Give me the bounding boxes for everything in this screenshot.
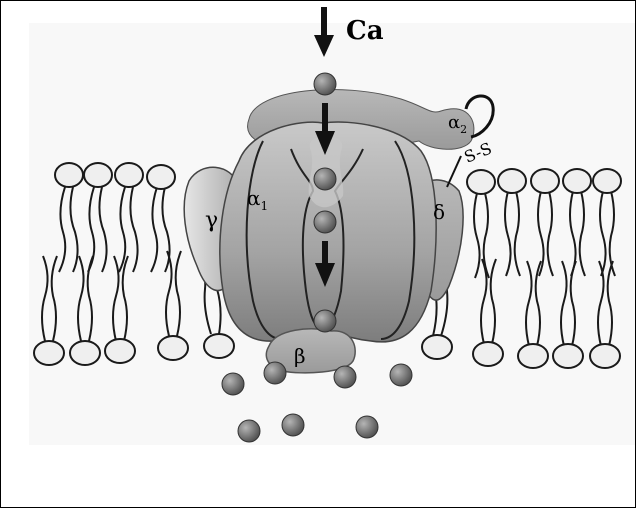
calcium-ion [314, 310, 336, 332]
calcium-ion [238, 420, 260, 442]
calcium-ion [356, 416, 378, 438]
calcium-ion [314, 168, 336, 190]
gamma-label: γ [205, 208, 218, 233]
calcium-ion [390, 364, 412, 386]
calcium-ion [282, 414, 304, 436]
calcium-ion [222, 373, 244, 395]
beta-label: β [294, 344, 306, 368]
calcium-ion [314, 211, 336, 233]
calcium-ion [264, 362, 286, 384]
calcium-ion [314, 73, 336, 95]
calcium-label: Ca [346, 16, 384, 46]
delta-label: δ [433, 200, 445, 224]
calcium-ion [334, 366, 356, 388]
